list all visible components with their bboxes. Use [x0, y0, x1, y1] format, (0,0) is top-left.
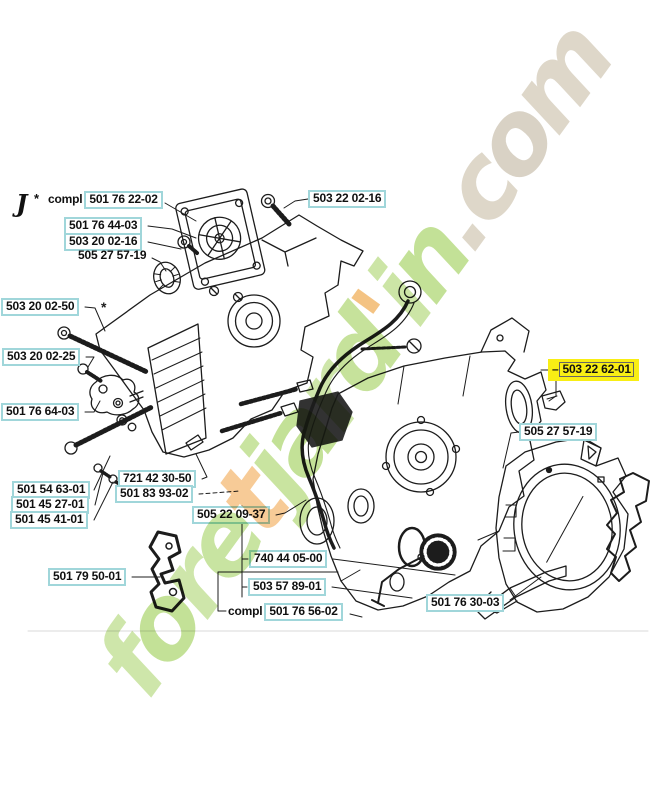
figure-index-letter: J	[16, 189, 28, 218]
part-label-501-76-64-03[interactable]: 501 76 64-03	[1, 403, 80, 421]
chain-guide-plate	[148, 530, 186, 613]
plate-screws	[208, 285, 244, 303]
label-prefix: compl	[228, 604, 263, 618]
asterisk-marker-top: *	[34, 191, 39, 206]
crankcase-gasket	[296, 280, 422, 550]
leader-dash: –	[552, 362, 559, 376]
upper-crankcase-half	[95, 214, 364, 458]
lower-crankcase-half	[299, 317, 566, 611]
part-label-501-76-30-03[interactable]: 501 76 30-03	[426, 594, 505, 612]
part-label-503-20-02-25[interactable]: 503 20 02-25	[2, 348, 81, 366]
asterisk-marker-mid: *	[101, 299, 107, 315]
mounting-screw-top	[260, 193, 292, 227]
slotted-screw-marker	[360, 338, 422, 354]
tensioner-rod	[377, 557, 421, 604]
part-label-501-83-93-02[interactable]: 501 83 93-02	[115, 485, 194, 503]
part-label-505-22-09-37[interactable]: 505 22 09-37	[192, 506, 271, 524]
small-plug	[177, 235, 199, 255]
part-label-503-22-02-16[interactable]: 503 22 02-16	[308, 190, 387, 208]
support-strip	[606, 472, 650, 582]
label-prefix: compl	[48, 192, 83, 206]
oil-seal-ring	[153, 261, 181, 295]
fan-housing	[477, 437, 629, 614]
part-label-501-45-27-01[interactable]: 501 45 27-01	[11, 496, 90, 514]
part-label-503-57-89-01[interactable]: 503 57 89-01	[248, 578, 327, 596]
retainer-clip	[541, 390, 566, 411]
part-label-505-27-57-19-top[interactable]: 505 27 57-19	[78, 248, 147, 262]
part-label-503-22-62-01-highlighted[interactable]: –503 22 62-01	[548, 359, 639, 381]
crankcase-bolts	[219, 379, 314, 434]
part-label-503-20-02-50[interactable]: 503 20 02-50	[1, 298, 80, 316]
part-label-740-44-05-00[interactable]: 740 44 05-00	[249, 550, 328, 568]
oil-pump-plate	[175, 188, 266, 290]
part-label-501-54-63-01[interactable]: 501 54 63-01	[12, 481, 91, 499]
chain-tensioner	[371, 526, 457, 607]
part-label-501-76-44-03[interactable]: 501 76 44-03	[64, 217, 143, 235]
part-label-501-79-50-01[interactable]: 501 79 50-01	[48, 568, 127, 586]
dowel-pin	[185, 434, 204, 451]
part-label-721-42-30-50[interactable]: 721 42 30-50	[118, 470, 197, 488]
bearing-hub	[381, 415, 461, 497]
part-label-505-27-57-19-right[interactable]: 505 27 57-19	[519, 423, 598, 441]
part-label-501-45-41-01[interactable]: 501 45 41-01	[10, 511, 89, 529]
part-label-503-20-02-16[interactable]: 503 20 02-16	[64, 233, 143, 251]
